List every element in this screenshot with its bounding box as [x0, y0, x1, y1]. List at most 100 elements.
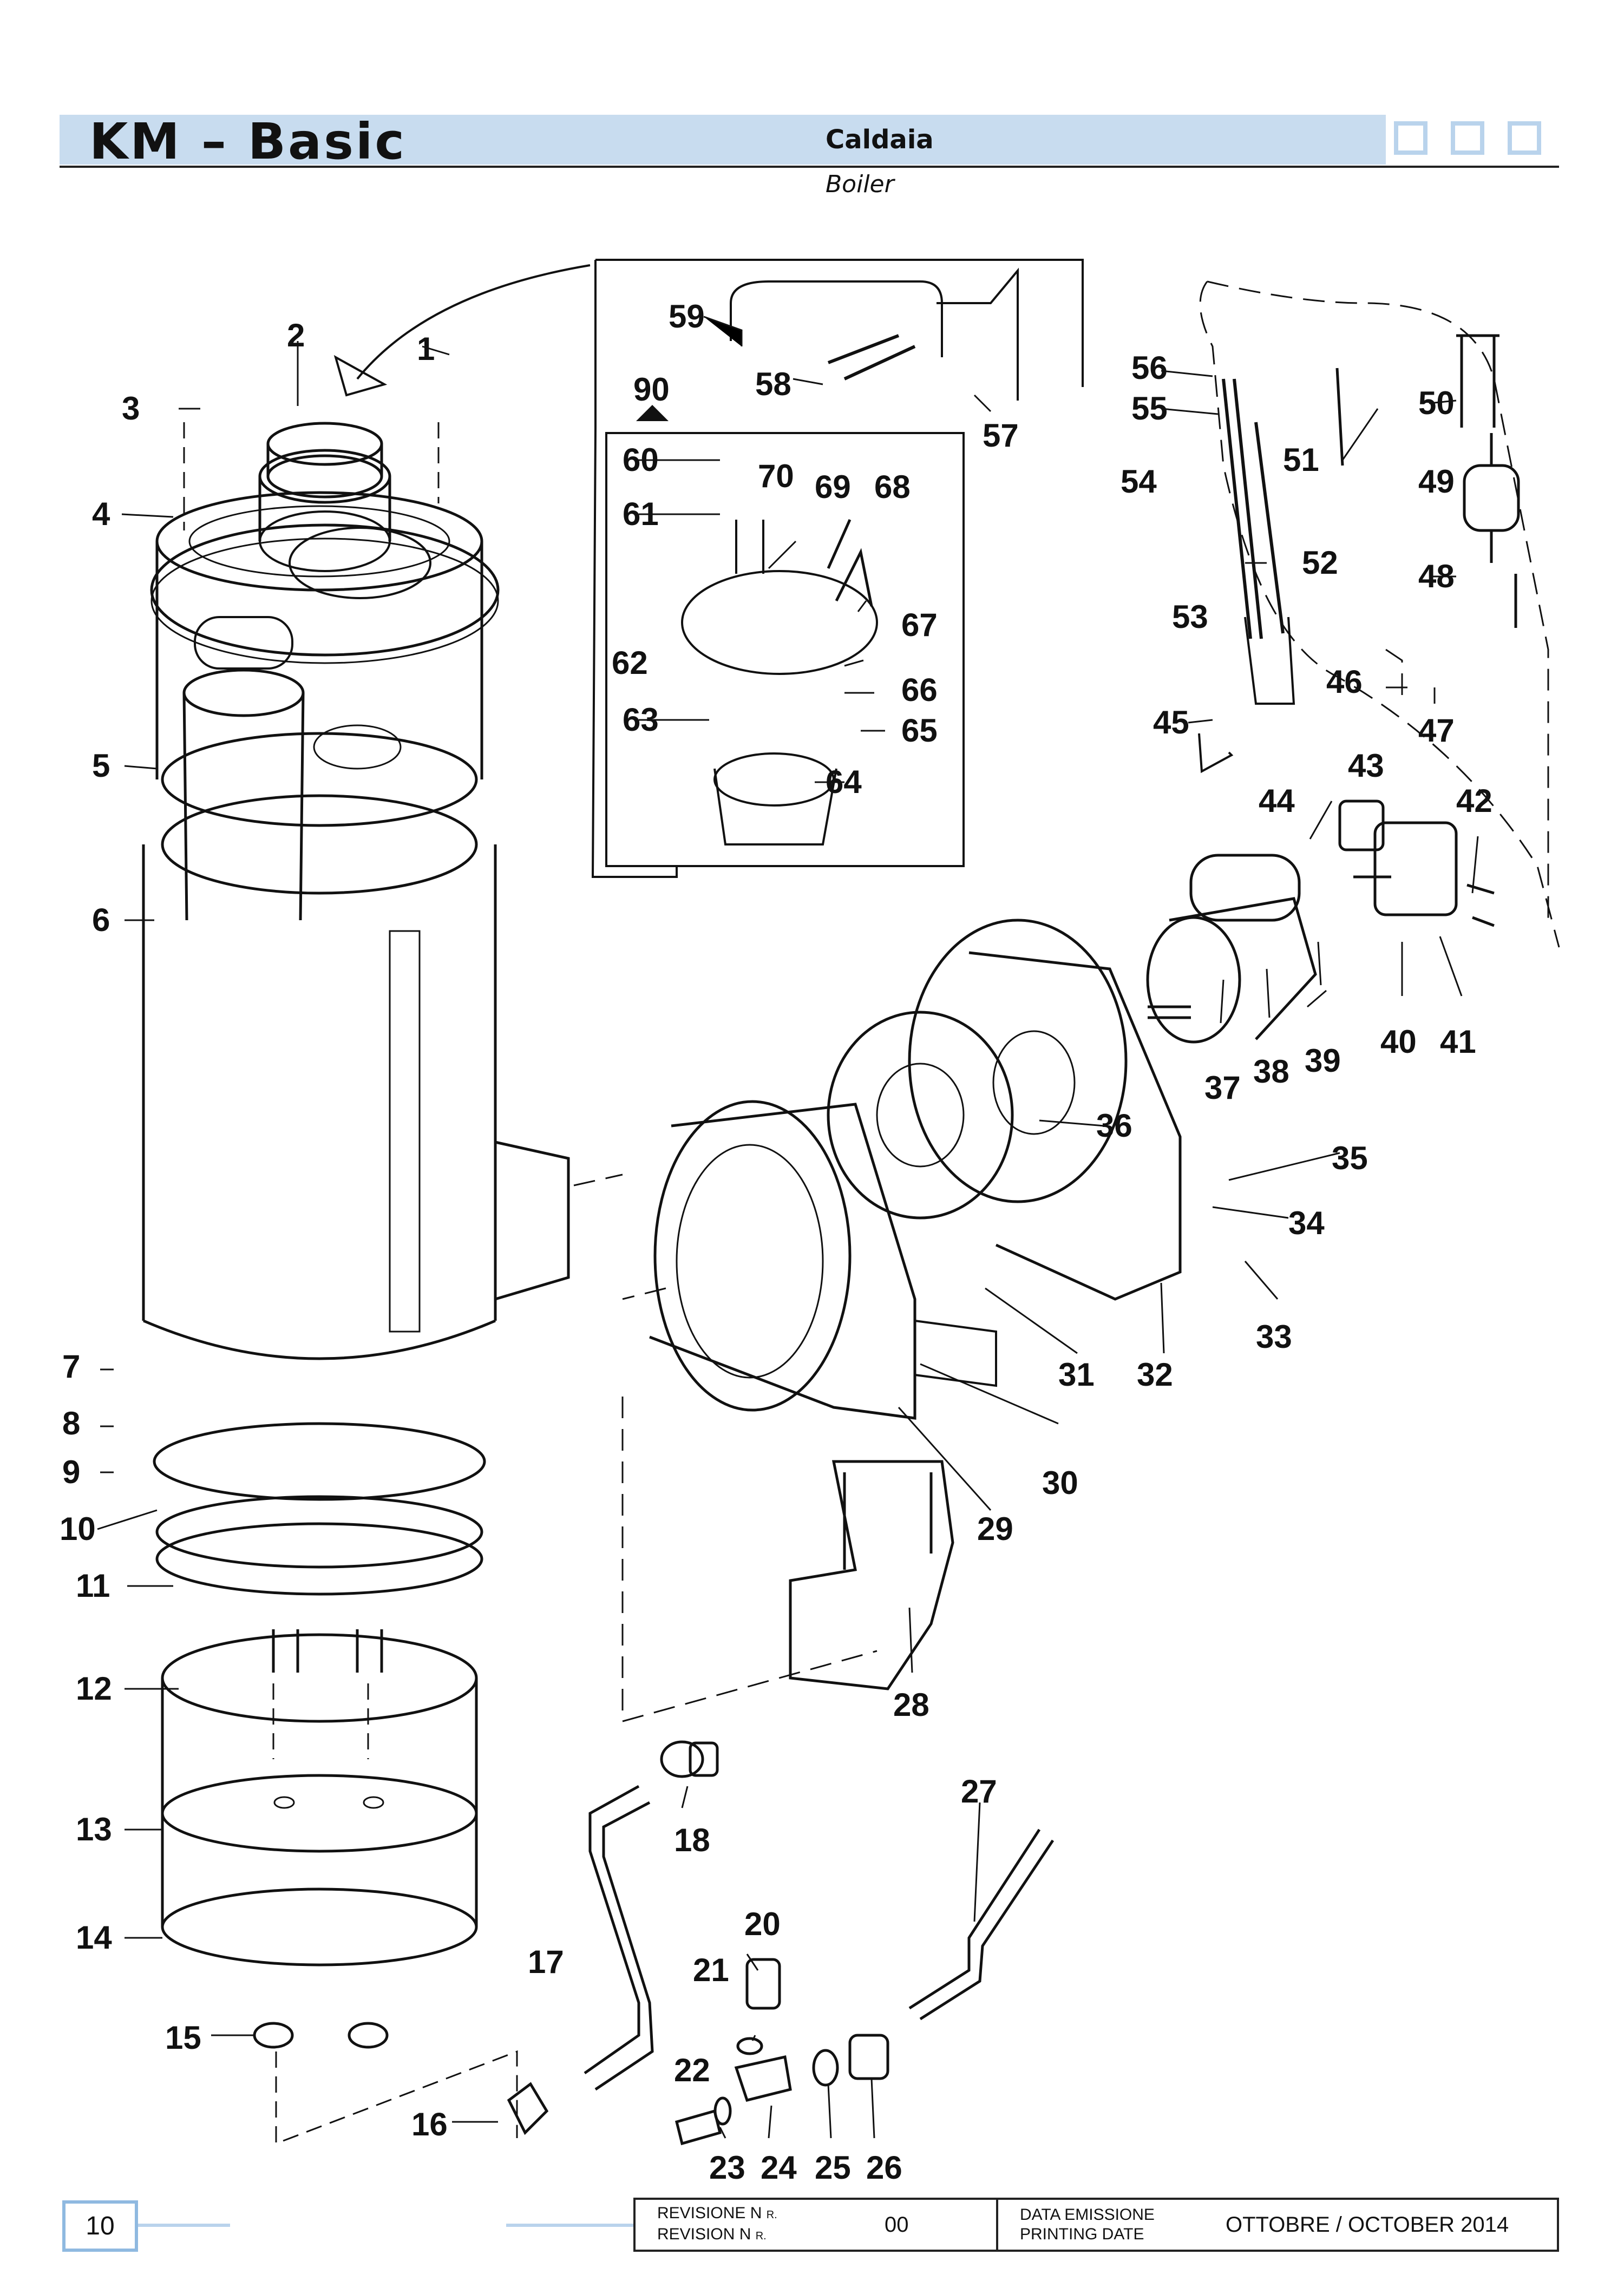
callout-56[interactable]: 56	[1131, 350, 1168, 386]
callout-57[interactable]: 57	[983, 417, 1019, 454]
section-title-english: Boiler	[826, 171, 894, 198]
callout-33[interactable]: 33	[1256, 1319, 1292, 1355]
callout-59[interactable]: 59	[669, 298, 705, 335]
callout-15[interactable]: 15	[165, 2020, 201, 2056]
callout-50[interactable]: 50	[1418, 385, 1455, 421]
callout-8[interactable]: 8	[62, 1405, 80, 1441]
callout-63[interactable]: 63	[623, 702, 659, 738]
callout-28[interactable]: 28	[893, 1687, 929, 1723]
callout-42[interactable]: 42	[1456, 783, 1492, 819]
callout-43[interactable]: 43	[1348, 748, 1384, 784]
nav-square-icon[interactable]	[1451, 121, 1484, 155]
callout-53[interactable]: 53	[1172, 599, 1208, 635]
callout-14[interactable]: 14	[76, 1919, 112, 1956]
callout-20[interactable]: 20	[744, 1906, 781, 1942]
callout-29[interactable]: 29	[977, 1511, 1013, 1547]
callout-10[interactable]: 10	[60, 1511, 96, 1547]
callout-7[interactable]: 7	[62, 1348, 80, 1385]
callout-67[interactable]: 67	[901, 607, 938, 643]
callout-9[interactable]: 9	[62, 1454, 80, 1490]
callout-58[interactable]: 58	[755, 366, 791, 402]
callout-90[interactable]: 90	[633, 371, 670, 408]
callout-27[interactable]: 27	[961, 1773, 997, 1810]
callout-25[interactable]: 25	[815, 2149, 851, 2186]
callout-45[interactable]: 45	[1153, 704, 1189, 740]
callout-2[interactable]: 2	[287, 317, 305, 353]
date-labels: DATA EMISSIONE PRINTING DATE	[998, 2200, 1204, 2250]
leader-lines	[97, 316, 1479, 2139]
callout-16[interactable]: 16	[411, 2106, 448, 2142]
date-label-en: PRINTING DATE	[1020, 2225, 1144, 2243]
callout-41[interactable]: 41	[1440, 1024, 1476, 1060]
top-plate-drawing	[150, 422, 500, 670]
assembly-dashed-lines	[573, 280, 1560, 1722]
callout-65[interactable]: 65	[901, 712, 938, 749]
callout-18[interactable]: 18	[674, 1822, 710, 1858]
callout-61[interactable]: 61	[623, 496, 659, 532]
callout-38[interactable]: 38	[1253, 1053, 1289, 1090]
callout-54[interactable]: 54	[1121, 463, 1157, 500]
callout-24[interactable]: 24	[761, 2149, 797, 2186]
callout-40[interactable]: 40	[1380, 1024, 1417, 1060]
callout-21[interactable]: 21	[693, 1952, 729, 1988]
callout-51[interactable]: 51	[1283, 442, 1319, 478]
callout-11[interactable]: 11	[76, 1568, 110, 1604]
date-label-it: DATA EMISSIONE	[1020, 2206, 1155, 2224]
revision-label-en: REVISION N	[657, 2225, 751, 2243]
callout-64[interactable]: 64	[826, 764, 862, 800]
callout-26[interactable]: 26	[866, 2149, 902, 2186]
callout-39[interactable]: 39	[1305, 1043, 1341, 1079]
burner-head-drawing	[591, 259, 1084, 878]
transfer-arrow	[333, 264, 591, 397]
callout-66[interactable]: 66	[901, 672, 938, 708]
revision-label-it: REVISIONE N	[657, 2204, 762, 2222]
revision-labels: REVISIONE N R. REVISION N R.	[636, 2200, 863, 2250]
callout-52[interactable]: 52	[1302, 545, 1338, 581]
callout-69[interactable]: 69	[815, 469, 851, 505]
callout-32[interactable]: 32	[1137, 1356, 1173, 1393]
part-callouts: 1 2 3 4 5 6 7 8 9 10 11 12 13 14 15 16 1…	[60, 298, 1492, 2186]
callout-55[interactable]: 55	[1131, 390, 1168, 427]
nav-square-icon[interactable]	[1394, 121, 1427, 155]
motor-pump-drawing	[1146, 334, 1520, 1044]
callout-48[interactable]: 48	[1418, 558, 1455, 594]
callout-62[interactable]: 62	[612, 645, 648, 681]
revision-suffix-it: R.	[766, 2209, 777, 2221]
callout-46[interactable]: 46	[1326, 664, 1363, 700]
footer-rule-right	[506, 2224, 633, 2227]
callout-68[interactable]: 68	[874, 469, 911, 505]
callout-13[interactable]: 13	[76, 1811, 112, 1847]
callout-60[interactable]: 60	[623, 442, 659, 478]
callout-49[interactable]: 49	[1418, 463, 1455, 500]
callout-1[interactable]: 1	[417, 331, 435, 367]
product-title: KM – Basic	[89, 113, 407, 171]
callout-22[interactable]: 22	[674, 2052, 710, 2088]
callout-3[interactable]: 3	[122, 390, 140, 427]
air-duct-drawing	[789, 1460, 954, 1690]
header-rule	[60, 166, 1559, 168]
revision-value: 00	[863, 2200, 998, 2250]
fan-housing-drawing	[649, 919, 1182, 1420]
callout-35[interactable]: 35	[1332, 1140, 1368, 1176]
revision-table: REVISIONE N R. REVISION N R. 00 DATA EMI…	[633, 2198, 1559, 2252]
callout-37[interactable]: 37	[1204, 1070, 1241, 1106]
callout-17[interactable]: 17	[528, 1944, 564, 1980]
nav-square-icon[interactable]	[1508, 121, 1541, 155]
callout-36[interactable]: 36	[1096, 1107, 1132, 1144]
page-number: 10	[62, 2200, 138, 2252]
callout-5[interactable]: 5	[92, 748, 110, 784]
callout-6[interactable]: 6	[92, 902, 110, 938]
callout-34[interactable]: 34	[1288, 1205, 1325, 1241]
callout-12[interactable]: 12	[76, 1670, 112, 1707]
callout-44[interactable]: 44	[1259, 783, 1295, 819]
callout-47[interactable]: 47	[1418, 712, 1455, 749]
header-band	[60, 115, 1386, 165]
boiler-body-drawing	[142, 449, 570, 2145]
callout-31[interactable]: 31	[1058, 1356, 1095, 1393]
callout-23[interactable]: 23	[709, 2149, 745, 2186]
callout-4[interactable]: 4	[92, 496, 110, 532]
callout-70[interactable]: 70	[758, 458, 794, 494]
footer-rule-left	[138, 2224, 230, 2227]
callout-30[interactable]: 30	[1042, 1465, 1078, 1501]
